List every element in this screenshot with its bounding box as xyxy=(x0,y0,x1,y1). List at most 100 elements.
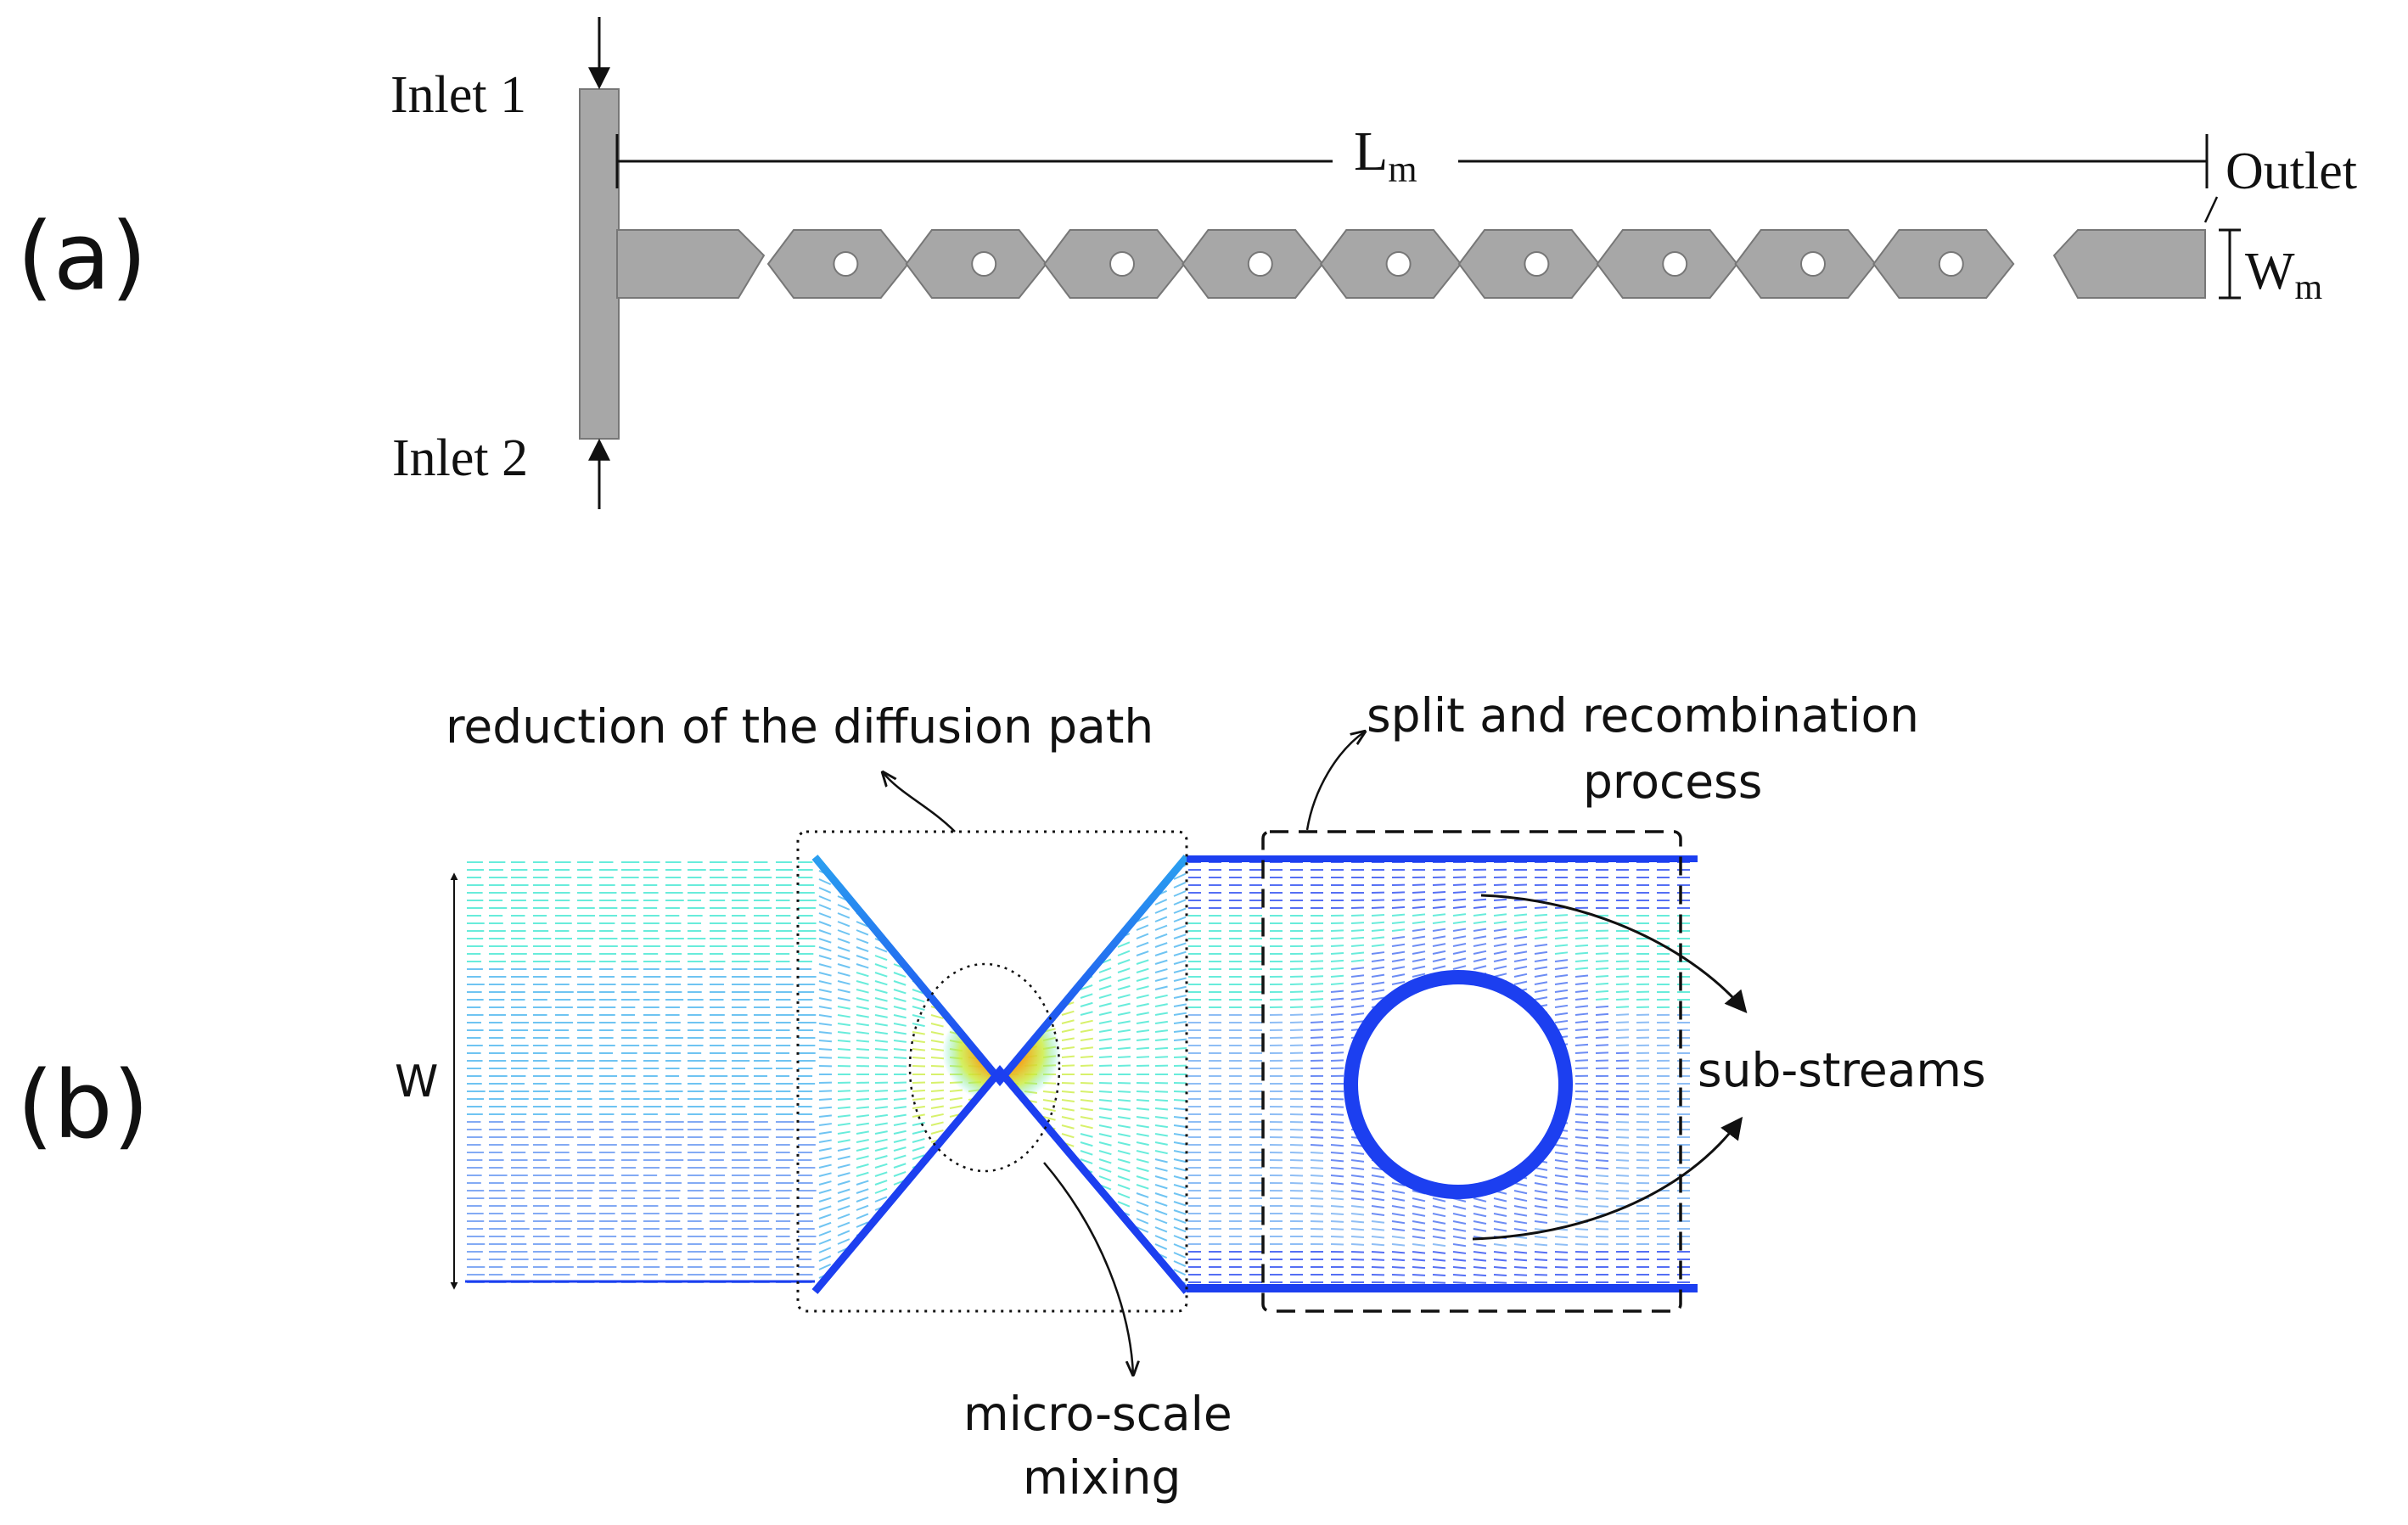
velocity-streak xyxy=(1534,936,1548,939)
velocity-streak xyxy=(1080,1037,1093,1041)
velocity-streak xyxy=(930,1169,944,1177)
velocity-streak xyxy=(1117,889,1130,897)
velocity-streak xyxy=(1042,1277,1054,1287)
split-arrow xyxy=(1305,732,1365,831)
velocity-streak xyxy=(1574,951,1589,955)
velocity-streak xyxy=(856,1254,868,1262)
inlet-2-label: Inlet 2 xyxy=(392,429,528,487)
velocity-streak xyxy=(1154,1209,1168,1216)
velocity-streak xyxy=(930,1031,944,1036)
velocity-streak xyxy=(1173,1003,1187,1007)
velocity-streak xyxy=(930,1113,944,1118)
velocity-streak xyxy=(912,1023,925,1028)
velocity-streak xyxy=(1005,1235,1016,1245)
velocity-streak xyxy=(837,1130,850,1135)
velocity-streak xyxy=(1154,1046,1169,1050)
velocity-streak xyxy=(1005,912,1016,922)
velocity-streak xyxy=(1117,1243,1130,1251)
velocity-streak xyxy=(1080,984,1093,990)
velocity-streak xyxy=(1098,1133,1112,1138)
velocity-field xyxy=(465,855,1698,1294)
throat-upper-walls xyxy=(811,855,1190,1087)
velocity-streak xyxy=(1117,994,1131,999)
velocity-streak xyxy=(1452,1236,1467,1240)
velocity-streak xyxy=(968,1219,979,1228)
velocity-streak xyxy=(986,1260,997,1270)
velocity-streak xyxy=(986,1111,1000,1118)
velocity-streak xyxy=(1330,1197,1344,1201)
velocity-streak xyxy=(1154,1158,1168,1163)
outlet-segment xyxy=(2052,229,2206,299)
velocity-streak xyxy=(1136,1260,1148,1268)
velocity-streak xyxy=(1391,891,1406,894)
velocity-streak xyxy=(1513,1243,1528,1247)
mixing-unit-hole xyxy=(1524,251,1550,277)
velocity-streak xyxy=(1371,1228,1385,1231)
velocity-streak xyxy=(1493,1243,1507,1247)
velocity-streak xyxy=(986,1192,998,1203)
velocity-streak xyxy=(912,921,924,929)
velocity-streak xyxy=(1350,982,1365,985)
velocity-streak xyxy=(930,1081,945,1084)
velocity-streak xyxy=(930,1097,945,1101)
velocity-streak xyxy=(1117,1235,1130,1242)
velocity-streak xyxy=(1554,936,1569,939)
velocity-streak xyxy=(874,997,888,1002)
velocity-streak xyxy=(1554,928,1569,932)
velocity-streak xyxy=(912,1179,925,1186)
velocity-streak xyxy=(1061,905,1074,914)
velocity-streak xyxy=(1005,1286,1016,1292)
velocity-streak xyxy=(986,887,997,897)
velocity-streak xyxy=(1024,1158,1036,1167)
velocity-streak xyxy=(818,1197,832,1203)
velocity-streak xyxy=(1080,993,1093,999)
velocity-streak xyxy=(1493,891,1507,894)
velocity-streak xyxy=(912,1203,924,1211)
velocity-streak xyxy=(1371,914,1385,917)
velocity-streak xyxy=(1098,1116,1112,1120)
velocity-streak xyxy=(1005,956,1017,965)
velocity-streak xyxy=(986,989,999,997)
velocity-streak xyxy=(1554,1167,1569,1171)
velocity-streak xyxy=(1136,881,1148,889)
velocity-streak xyxy=(1061,949,1074,956)
velocity-streak xyxy=(1432,1251,1446,1254)
annotation-diffusion: reduction of the diffusion path xyxy=(446,699,1153,754)
velocity-streak xyxy=(1061,879,1073,889)
panel-a-label: (a) xyxy=(17,202,147,311)
velocity-streak xyxy=(949,1227,961,1236)
velocity-streak xyxy=(1024,1192,1036,1202)
velocity-streak xyxy=(856,1246,868,1253)
velocity-streak xyxy=(874,972,888,978)
velocity-streak xyxy=(893,1253,906,1262)
velocity-streak xyxy=(1098,1158,1112,1164)
velocity-streak xyxy=(1136,1038,1150,1041)
velocity-streak xyxy=(874,1246,887,1253)
velocity-streak xyxy=(1136,933,1149,939)
velocity-streak xyxy=(1513,905,1528,909)
velocity-streak xyxy=(1117,1133,1131,1138)
velocity-streak xyxy=(930,1105,944,1109)
velocity-streak xyxy=(1554,1220,1569,1224)
velocity-streak xyxy=(893,1270,906,1279)
velocity-streak xyxy=(856,972,869,978)
velocity-streak xyxy=(874,1023,888,1027)
substream-lower-arrow xyxy=(1472,1116,1743,1241)
velocity-streak xyxy=(949,878,961,888)
velocity-streak xyxy=(930,1162,944,1169)
velocity-streak xyxy=(1154,899,1168,905)
velocity-streak xyxy=(893,1023,907,1027)
velocity-streak xyxy=(968,904,979,914)
velocity-streak xyxy=(818,1205,832,1211)
velocity-streak xyxy=(874,1163,888,1169)
velocity-streak xyxy=(874,887,887,894)
velocity-streak xyxy=(1412,1266,1426,1270)
velocity-streak xyxy=(968,989,980,996)
velocity-streak xyxy=(1173,959,1187,965)
velocity-streak xyxy=(856,1171,869,1177)
velocity-streak xyxy=(1154,1116,1169,1119)
velocity-streak xyxy=(968,1269,979,1279)
velocity-streak xyxy=(1173,1260,1187,1267)
velocity-streak xyxy=(968,895,979,905)
velocity-streak xyxy=(1024,947,1036,956)
